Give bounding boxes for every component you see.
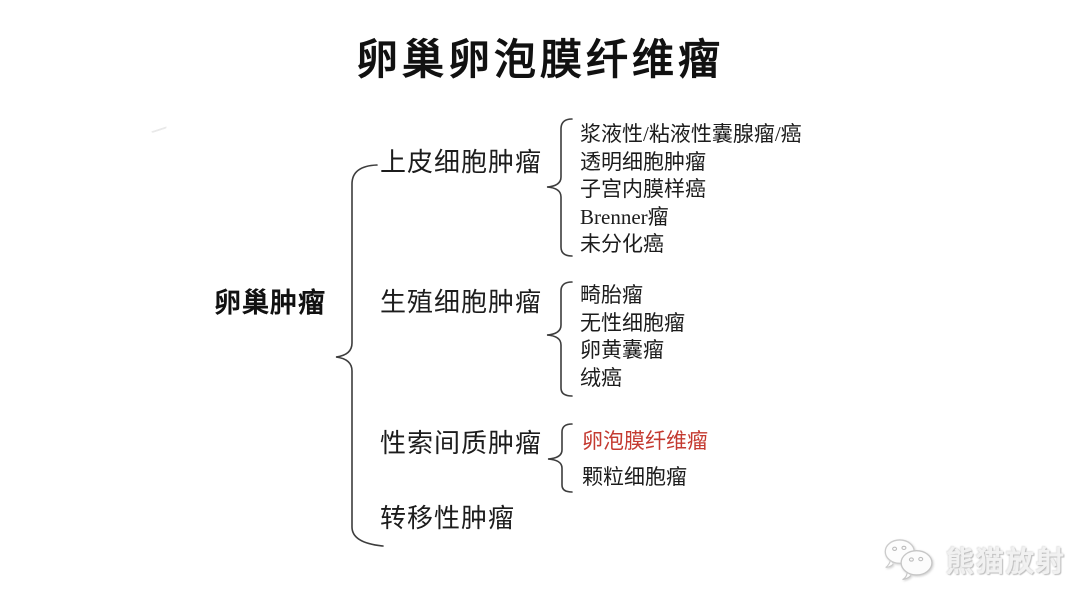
root-node-label: 卵巢肿瘤 <box>214 288 326 318</box>
leaf-item: 颗粒细胞瘤 <box>582 465 687 489</box>
main-brace <box>335 164 384 547</box>
wechat-icon <box>884 539 933 581</box>
leaf-list-epithelial: 浆液性/粘液性囊腺瘤/癌 透明细胞肿瘤 子宫内膜样癌 Brenner瘤 未分化癌 <box>580 121 802 259</box>
leaf-item: 绒癌 <box>580 365 622 390</box>
leaf-item: 透明细胞肿瘤 <box>580 149 706 174</box>
leaf-item: 未分化癌 <box>580 232 664 256</box>
sub-brace-epithelial <box>546 118 573 257</box>
page-title: 卵巢卵泡膜纤维瘤 <box>355 38 724 84</box>
leaf-item: 无性细胞瘤 <box>580 310 685 335</box>
leaf-list-germ-cell: 畸胎瘤 无性细胞瘤 卵黄囊瘤 绒癌 <box>580 282 685 392</box>
leaf-item: Brenner瘤 <box>580 204 669 229</box>
branch-epithelial-label: 上皮细胞肿瘤 <box>380 148 543 177</box>
leaf-item-highlighted: 卵泡膜纤维瘤 <box>582 429 708 453</box>
branch-germ-cell-label: 生殖细胞肿瘤 <box>380 288 543 317</box>
watermark: 熊猫放射 <box>882 536 1066 584</box>
branch-sex-cord-label: 性索间质肿瘤 <box>380 429 543 458</box>
sub-brace-sex-cord <box>547 423 573 493</box>
leaf-item: 浆液性/粘液性囊腺瘤/癌 <box>580 122 802 146</box>
sub-brace-germ-cell <box>546 281 573 397</box>
branch-metastatic-label: 转移性肿瘤 <box>380 504 516 533</box>
watermark-text: 熊猫放射 <box>946 546 1067 577</box>
leaf-item: 畸胎瘤 <box>580 283 643 307</box>
leaf-item: 子宫内膜样癌 <box>580 177 706 201</box>
leaf-item: 卵黄囊瘤 <box>580 338 664 362</box>
